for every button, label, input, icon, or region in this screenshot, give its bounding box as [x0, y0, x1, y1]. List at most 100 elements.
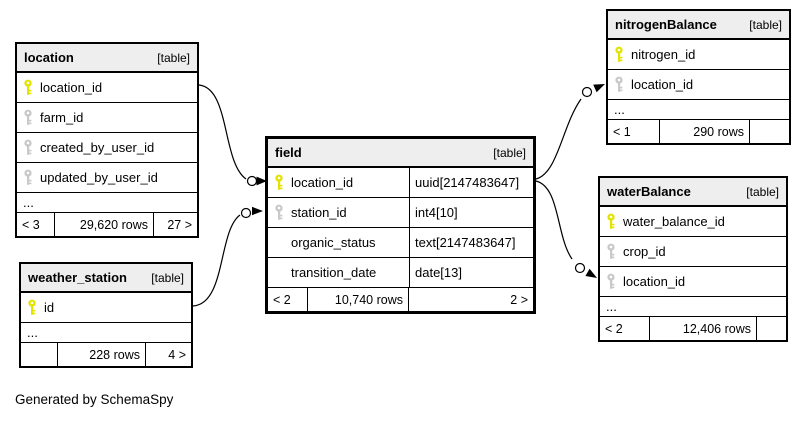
foreign-key-icon: [23, 109, 33, 126]
parents-count: 27 >: [167, 217, 192, 232]
children-count: [21, 343, 58, 366]
relationship-weather-station-field: [192, 214, 241, 307]
foreign-key-icon: [23, 169, 33, 186]
generated-by-note: Generated by SchemaSpy: [15, 392, 174, 407]
column-nitrogen-balance-location_id: location_id: [608, 69, 789, 99]
primary-key-icon: [614, 46, 624, 63]
parents-count: 2 >: [510, 292, 528, 307]
table-tag: [table]: [749, 17, 782, 32]
table-location-header: location [table]: [17, 44, 197, 73]
column-water-balance-water_balance_id: water_balance_id: [600, 207, 786, 236]
column-field-organic_status: organic_status text[2147483647]: [268, 227, 533, 257]
column-name: transition_date: [291, 265, 377, 280]
children-count: < 3: [17, 213, 55, 236]
cardinality-circle: [574, 262, 586, 274]
table-weather-station-header: weather_station [table]: [21, 264, 191, 293]
table-water-balance-footer: < 2 12,406 rows: [600, 316, 786, 340]
table-title: field: [275, 145, 302, 160]
children-count: < 2: [268, 288, 308, 311]
table-title: weather_station: [28, 270, 127, 285]
children-count: < 1: [608, 120, 660, 143]
column-name: organic_status: [291, 235, 376, 250]
parents-count: [750, 120, 789, 143]
primary-key-icon: [27, 299, 37, 316]
cardinality-circle: [246, 175, 258, 187]
table-nitrogen-balance-footer: < 1 290 rows: [608, 119, 789, 143]
arrowhead-icon: [585, 268, 597, 278]
relationship-field-nitrogen-balance: [535, 98, 582, 180]
table-field-footer: < 2 10,740 rows 2 >: [268, 287, 533, 311]
parents-count: 4 >: [168, 347, 186, 362]
row-count: 10,740 rows: [308, 288, 409, 311]
column-name: updated_by_user_id: [40, 170, 158, 185]
relationship-field-water-balance: [535, 180, 573, 260]
column-name: water_balance_id: [623, 214, 725, 229]
column-water-balance-location_id: location_id: [600, 266, 786, 296]
table-title: nitrogenBalance: [615, 17, 717, 32]
column-water-balance-crop_id: crop_id: [600, 236, 786, 266]
column-field-location_id: location_id uuid[2147483647]: [268, 168, 533, 197]
table-water-balance[interactable]: waterBalance [table] water_balance_id cr…: [598, 176, 788, 342]
table-location-footer: < 3 29,620 rows 27 >: [17, 212, 197, 236]
table-field-header: field [table]: [268, 139, 533, 168]
cardinality-circle: [240, 207, 252, 219]
table-tag: [table]: [151, 270, 184, 285]
ellipsis-row: ...: [600, 296, 786, 316]
column-location-farm_id: farm_id: [17, 102, 197, 132]
row-count: 228 rows: [58, 343, 146, 366]
foreign-key-icon: [23, 139, 33, 156]
column-weather-station-id: id: [21, 293, 191, 322]
no-key-spacer: [274, 234, 284, 251]
parents-count: [757, 317, 786, 340]
column-type: int4[10]: [409, 198, 533, 227]
column-field-station_id: station_id int4[10]: [268, 197, 533, 227]
no-key-spacer: [274, 264, 284, 281]
column-nitrogen-balance-nitrogen_id: nitrogen_id: [608, 40, 789, 69]
foreign-key-icon: [614, 76, 624, 93]
arrowhead-icon: [593, 84, 605, 93]
table-tag: [table]: [157, 50, 190, 65]
ellipsis-row: ...: [608, 99, 789, 119]
ellipsis-row: ...: [17, 192, 197, 212]
column-name: location_id: [291, 175, 354, 190]
column-name: crop_id: [623, 244, 666, 259]
column-name: farm_id: [40, 110, 84, 125]
row-count: 12,406 rows: [650, 317, 757, 340]
row-count: 29,620 rows: [55, 213, 154, 236]
foreign-key-icon: [606, 273, 616, 290]
row-count: 290 rows: [660, 120, 750, 143]
table-nitrogen-balance[interactable]: nitrogenBalance [table] nitrogen_id loca…: [606, 9, 791, 145]
column-name: location_id: [40, 80, 103, 95]
column-name: station_id: [291, 205, 347, 220]
table-tag: [table]: [746, 184, 779, 199]
column-name: nitrogen_id: [631, 47, 696, 62]
column-location-created_by_user_id: created_by_user_id: [17, 132, 197, 162]
column-location-location_id: location_id: [17, 73, 197, 102]
column-location-updated_by_user_id: updated_by_user_id: [17, 162, 197, 192]
column-field-transition_date: transition_date date[13]: [268, 257, 533, 287]
foreign-key-icon: [606, 243, 616, 260]
cardinality-circle: [581, 86, 593, 98]
column-name: id: [44, 300, 55, 315]
column-name: location_id: [623, 274, 686, 289]
table-title: waterBalance: [607, 184, 691, 199]
table-location[interactable]: location [table] location_id farm_id: [15, 42, 199, 238]
primary-key-icon: [606, 213, 616, 230]
table-field[interactable]: field [table] location_id uuid[214748364…: [265, 136, 536, 314]
children-count: < 2: [600, 317, 650, 340]
column-type: text[2147483647]: [409, 228, 533, 257]
column-name: location_id: [631, 77, 694, 92]
primary-key-icon: [23, 79, 33, 96]
table-weather-station-footer: 228 rows 4 >: [21, 342, 191, 366]
column-name: created_by_user_id: [40, 140, 155, 155]
primary-key-icon: [274, 174, 284, 191]
arrowhead-icon: [252, 206, 263, 216]
ellipsis-row: ...: [21, 322, 191, 342]
table-title: location: [24, 50, 74, 65]
column-type: uuid[2147483647]: [409, 168, 533, 197]
foreign-key-icon: [274, 204, 284, 221]
relationship-location-field: [198, 84, 247, 180]
table-nitrogen-balance-header: nitrogenBalance [table]: [608, 11, 789, 40]
table-weather-station[interactable]: weather_station [table] id ... 228 rows …: [19, 262, 193, 368]
